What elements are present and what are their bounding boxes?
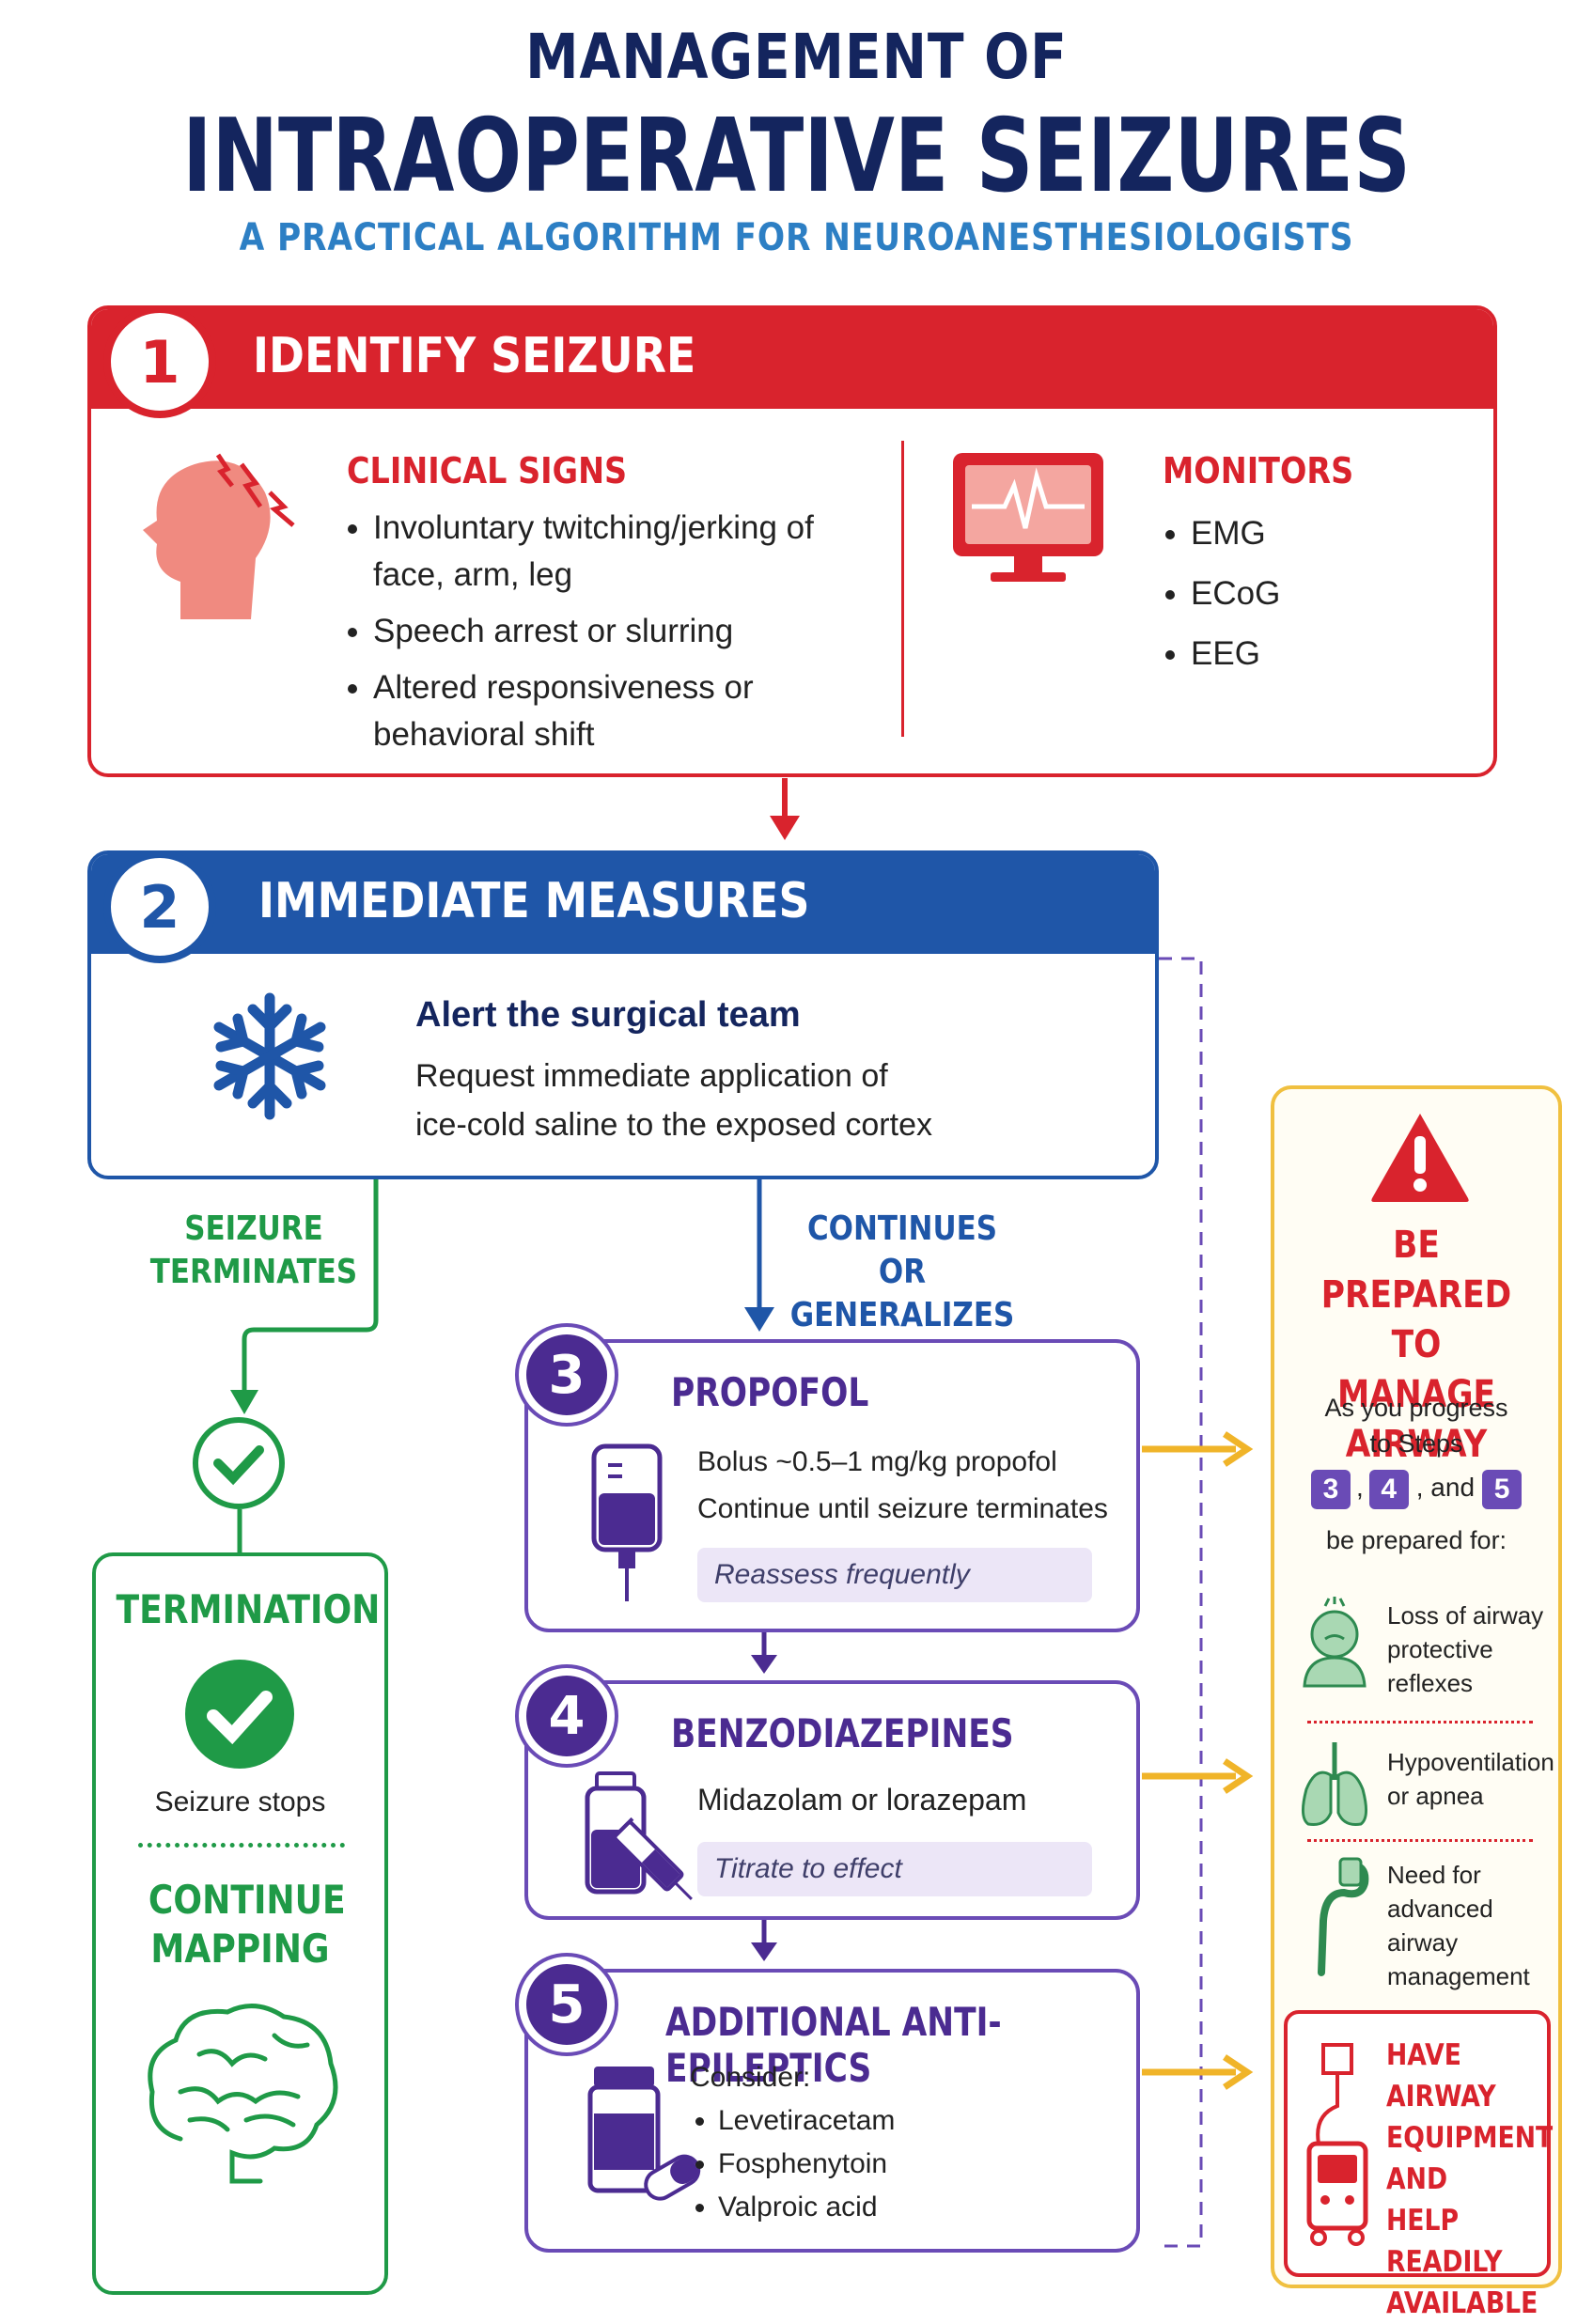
title-line-1: MANAGEMENT OF xyxy=(525,21,1068,93)
step4-title: BENZODIAZEPINES xyxy=(671,1710,1014,1756)
step-chip-5: 5 xyxy=(1482,1470,1523,1509)
steps-and: , and xyxy=(1415,1473,1476,1503)
termination-box: TERMINATION Seizure stops CONTINUE MAPPI… xyxy=(92,1552,388,2295)
monitor-item: EEG xyxy=(1191,629,1445,679)
page-title: INTRAOPERATIVE SEIZURES xyxy=(182,98,1411,215)
aed-item: Levetiracetam xyxy=(718,2104,1066,2138)
vial-syringe-icon xyxy=(585,1771,693,1900)
steps-comma: , xyxy=(1355,1473,1364,1503)
continue-mapping: CONTINUE MAPPING xyxy=(148,1877,346,1972)
step4-line1: Midazolam or lorazepam xyxy=(697,1783,1027,1817)
arrow-step4-to-step5 xyxy=(751,1920,777,1961)
step-chip-3: 3 xyxy=(1310,1470,1351,1509)
step-chip-4: 4 xyxy=(1368,1470,1409,1509)
clinical-sign-item: Speech arrest or slurring xyxy=(373,608,834,655)
termination-title: TERMINATION xyxy=(116,1586,381,1632)
check-circle-icon xyxy=(193,1417,285,1509)
page-subtitle: A PRACTICAL ALGORITHM FOR NEUROANESTHESI… xyxy=(239,216,1354,259)
green-branch-line xyxy=(230,1179,379,1414)
step3-number: 3 xyxy=(526,1334,607,1415)
head-lightning-icon xyxy=(143,453,295,619)
step3-box: PROPOFOL Bolus ~0.5–1 mg/kg propofol Con… xyxy=(524,1339,1140,1632)
arrow-to-airway-5 xyxy=(1142,2054,1254,2090)
monitor-item: ECoG xyxy=(1191,569,1445,619)
patient-airway-icon xyxy=(1303,1597,1367,1688)
step5-list: Levetiracetam Fosphenytoin Valproic acid xyxy=(690,2104,1066,2234)
airway-item-2: Hypoventilation or apnea xyxy=(1387,1748,1554,1810)
iv-bag-icon xyxy=(591,1443,663,1601)
arrow-to-airway-4 xyxy=(1142,1758,1254,1794)
airway-item-3: Need for advanced airway management xyxy=(1387,1861,1530,1990)
step3-line1: Bolus ~0.5–1 mg/kg propofol xyxy=(697,1446,1057,1477)
monitors-list: EMG ECoG EEG xyxy=(1163,508,1445,689)
aed-item: Valproic acid xyxy=(718,2191,1066,2224)
arrow-to-airway-3 xyxy=(1142,1431,1254,1467)
step1-header: IDENTIFY SEIZURE xyxy=(91,309,1493,409)
airway-intro: As you progress to Steps xyxy=(1324,1394,1508,1458)
check-badge-icon xyxy=(185,1660,294,1769)
snowflake-icon xyxy=(213,992,326,1120)
airway-divider-1 xyxy=(1307,1721,1533,1724)
airway-item-1: Loss of airway protective reflexes xyxy=(1387,1601,1544,1697)
step5-consider: Consider: xyxy=(690,2062,811,2093)
step2-title: IMMEDIATE MEASURES xyxy=(258,873,810,929)
step1-number: 1 xyxy=(103,305,216,418)
monitor-item: EMG xyxy=(1191,508,1445,559)
arrow-step3-to-step4 xyxy=(751,1632,777,1674)
laryngoscope-icon xyxy=(1318,1857,1369,1976)
airway-intro-2: be prepared for: xyxy=(1325,1526,1507,1554)
monitors-heading: MONITORS xyxy=(1163,450,1354,491)
step5-title: ADDITIONAL ANTI-EPILEPTICS xyxy=(665,1999,1002,2091)
pill-bottle-icon xyxy=(587,2067,701,2201)
step3-title: PROPOFOL xyxy=(671,1369,869,1415)
step4-box: BENZODIAZEPINES Midazolam or lorazepam T… xyxy=(524,1680,1140,1920)
clinical-signs-list: Involuntary twitching/jerking of face, a… xyxy=(345,505,834,768)
brain-icon xyxy=(148,2004,338,2184)
branch-continues-generalizes: CONTINUES OR GENERALIZES xyxy=(789,1209,1015,1334)
step2-body: Request immediate application of ice-col… xyxy=(415,1058,932,1143)
clinical-sign-item: Altered responsiveness or behavioral shi… xyxy=(373,664,834,758)
blue-branch-line xyxy=(744,1179,774,1332)
step5-number: 5 xyxy=(526,1964,607,2045)
step5-box: ADDITIONAL ANTI-EPILEPTICS Consider: Lev… xyxy=(524,1969,1140,2253)
aed-item: Fosphenytoin xyxy=(718,2147,1066,2181)
step2-number: 2 xyxy=(103,850,216,963)
green-connector xyxy=(237,1509,242,1556)
monitor-ecg-icon xyxy=(953,453,1103,582)
step3-line2: Continue until seizure terminates xyxy=(697,1493,1108,1524)
dashed-connector xyxy=(1159,957,1203,2248)
step1-box: IDENTIFY SEIZURE CLINICAL SIGNS Involunt… xyxy=(87,305,1497,777)
step1-title: IDENTIFY SEIZURE xyxy=(253,328,696,384)
lungs-icon xyxy=(1302,1742,1367,1826)
branch-seizure-terminates: SEIZURE TERMINATES xyxy=(149,1209,358,1291)
airway-divider-2 xyxy=(1307,1839,1533,1842)
airway-title: BE PREPARED TO MANAGE AIRWAY xyxy=(1320,1224,1512,1466)
step1-divider xyxy=(901,441,904,737)
clinical-signs-heading: CLINICAL SIGNS xyxy=(347,450,628,491)
arrow-step1-to-step2 xyxy=(770,778,800,840)
airway-callout: HAVE AIRWAY EQUIPMENT AND HELP READILY A… xyxy=(1284,2010,1553,2320)
clinical-sign-item: Involuntary twitching/jerking of face, a… xyxy=(373,505,834,599)
step3-note: Reassess frequently xyxy=(697,1548,1092,1602)
airway-equipment-icon xyxy=(1306,2043,1368,2246)
warning-icon xyxy=(1371,1114,1469,1202)
termination-divider xyxy=(138,1843,345,1848)
step4-number: 4 xyxy=(526,1676,607,1756)
step2-heading: Alert the surgical team xyxy=(415,995,801,1035)
step2-box: IMMEDIATE MEASURES Alert the surgical te… xyxy=(87,850,1159,1179)
step2-header: IMMEDIATE MEASURES xyxy=(91,854,1155,954)
airway-panel: BE PREPARED TO MANAGE AIRWAY As you prog… xyxy=(1271,1085,1562,2320)
airway-callout-text: HAVE AIRWAY EQUIPMENT AND HELP READILY A… xyxy=(1386,2038,1554,2320)
seizure-stops: Seizure stops xyxy=(154,1786,326,1817)
step4-note: Titrate to effect xyxy=(697,1842,1092,1896)
